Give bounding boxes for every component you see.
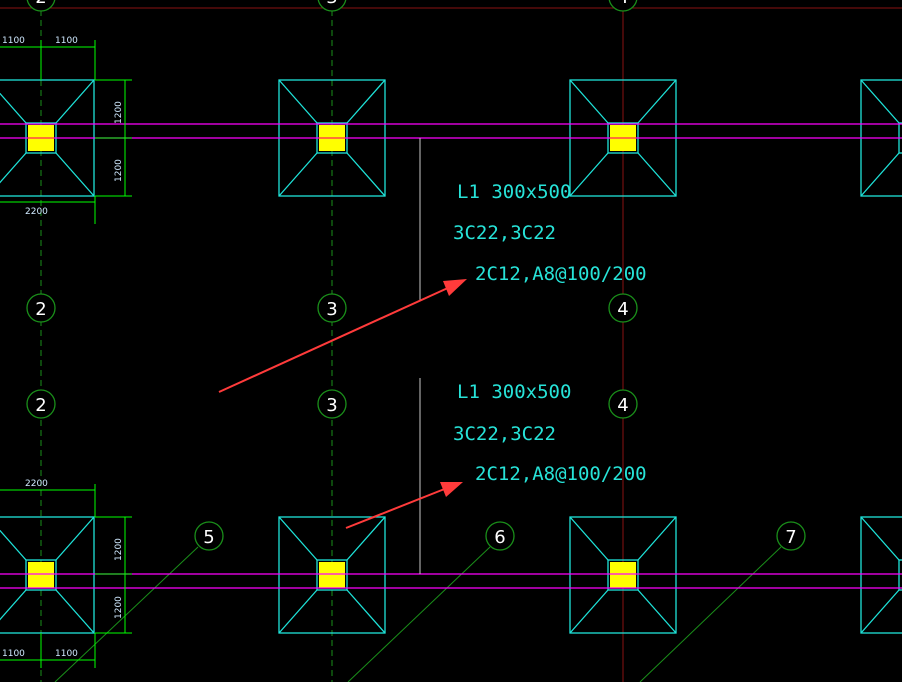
dim-bottom-width: 2200 xyxy=(25,479,48,489)
dim-bottom-height-a: 1200 xyxy=(114,538,124,561)
footings-bottom-row xyxy=(0,516,902,634)
axis-bubble-diag-7: 7 xyxy=(776,521,806,551)
axis-bubble-mid-b-2: 2 xyxy=(26,389,56,419)
beam-stirrup-1: 2C12,A8@100/200 xyxy=(475,263,647,285)
arrow-head-1 xyxy=(443,279,467,296)
diagonal-axis-6 xyxy=(347,546,491,682)
beam-name-2: L1 300x500 xyxy=(457,381,571,403)
beam-annotation-1: L1 300x500 3C22,3C22 2C12,A8@100/200 xyxy=(453,181,647,285)
axis-bubble-top-2: 2 xyxy=(26,0,56,12)
arrow-shaft-1 xyxy=(218,286,451,393)
dim-top-height-b: 1200 xyxy=(114,159,124,182)
diagonal-axis-7 xyxy=(639,546,782,682)
diagonal-axis-lines xyxy=(54,546,782,682)
dim-top-half-b: 1100 xyxy=(55,36,78,46)
dimension-top-left xyxy=(0,40,132,224)
axis-bubble-mid-b-4: 4 xyxy=(608,389,638,419)
svg-text:7: 7 xyxy=(785,527,796,548)
footing-bottom-3 xyxy=(278,516,386,634)
beam-name-1: L1 300x500 xyxy=(457,181,571,203)
diagonal-axis-5 xyxy=(54,546,199,682)
dimension-bottom-left xyxy=(0,484,132,668)
beam-stirrup-2: 2C12,A8@100/200 xyxy=(475,463,647,485)
svg-text:3: 3 xyxy=(326,395,337,416)
axis-bubble-top-4: 4 xyxy=(608,0,638,12)
axis-bubble-diag-6: 6 xyxy=(485,521,515,551)
axis-bubbles: 2 3 4 2 3 4 2 3 4 5 6 7 xyxy=(26,0,806,551)
axis-bubble-mid-b-3: 3 xyxy=(317,389,347,419)
svg-text:4: 4 xyxy=(617,299,628,320)
column-bottom-2 xyxy=(28,562,54,588)
axis-bubble-top-3: 3 xyxy=(317,0,347,12)
beams xyxy=(0,123,902,589)
svg-text:3: 3 xyxy=(326,0,337,8)
svg-text:3: 3 xyxy=(326,299,337,320)
svg-text:5: 5 xyxy=(203,527,214,548)
svg-text:4: 4 xyxy=(617,0,628,8)
axis-bubble-mid-a-4: 4 xyxy=(608,293,638,323)
dim-top-height-a: 1200 xyxy=(114,101,124,124)
axis-bubble-mid-a-3: 3 xyxy=(317,293,347,323)
footing-bottom-4 xyxy=(569,516,677,634)
axis-bubble-mid-a-2: 2 xyxy=(26,293,56,323)
column-bottom-4 xyxy=(610,562,636,588)
beam-top-bar-1: 3C22,3C22 xyxy=(453,222,556,244)
dim-bottom-half-b: 1100 xyxy=(55,649,78,659)
arrow-head-2 xyxy=(440,482,463,497)
footing-bottom-5 xyxy=(860,516,902,634)
svg-text:6: 6 xyxy=(494,527,505,548)
dim-top-half-a: 1100 xyxy=(2,36,25,46)
svg-text:2: 2 xyxy=(35,299,46,320)
dim-bottom-height-b: 1200 xyxy=(114,596,124,619)
svg-text:2: 2 xyxy=(35,0,46,8)
dim-bottom-half-a: 1100 xyxy=(2,649,25,659)
dim-top-width: 2200 xyxy=(25,207,48,217)
svg-text:4: 4 xyxy=(617,395,628,416)
beam-annotation-2: L1 300x500 3C22,3C22 2C12,A8@100/200 xyxy=(453,381,647,485)
beam-top-bar-2: 3C22,3C22 xyxy=(453,423,556,445)
dimension-texts: 1100 1100 2200 1200 1200 2200 1200 1200 … xyxy=(2,36,124,659)
svg-text:2: 2 xyxy=(35,395,46,416)
column-bottom-3 xyxy=(319,562,345,588)
red-arrows xyxy=(218,279,467,529)
axis-bubble-diag-5: 5 xyxy=(194,521,224,551)
arrow-shaft-2 xyxy=(345,487,448,529)
